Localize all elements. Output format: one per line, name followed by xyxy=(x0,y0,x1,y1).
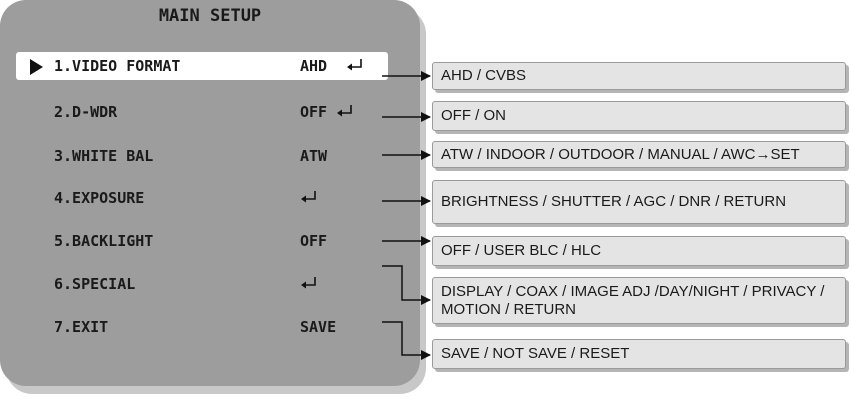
options-text: SAVE / NOT SAVE / RESET xyxy=(441,345,630,362)
menu-item-d-wdr[interactable]: 2.D-WDR OFF xyxy=(16,98,388,126)
options-text: OFF / USER BLC / HLC xyxy=(441,242,602,259)
menu-item-label: 1.VIDEO FORMAT xyxy=(54,57,181,75)
options-backlight: OFF / USER BLC / HLC xyxy=(432,236,846,266)
options-d-wdr: OFF / ON xyxy=(432,101,846,131)
menu-item-backlight[interactable]: 5.BACKLIGHT OFF xyxy=(16,227,388,255)
options-text: BRIGHTNESS / SHUTTER / AGC / DNR / RETUR… xyxy=(441,193,787,210)
enter-icon xyxy=(301,277,316,289)
options-text: DISPLAY / COAX / IMAGE ADJ /DAY/NIGHT / … xyxy=(441,282,825,318)
menu-item-label: 6.SPECIAL xyxy=(54,275,136,293)
menu-item-value: ATW xyxy=(300,147,328,165)
menu-item-white-bal[interactable]: 3.WHITE BAL ATW xyxy=(16,142,388,170)
enter-icon xyxy=(301,191,316,203)
menu-item-special[interactable]: 6.SPECIAL xyxy=(16,270,388,298)
options-text: ATW / INDOOR / OUTDOOR / MANUAL / AWC→SE… xyxy=(441,145,800,163)
options-white-bal: ATW / INDOOR / OUTDOOR / MANUAL / AWC→SE… xyxy=(432,141,846,168)
menu-item-label: 3.WHITE BAL xyxy=(54,147,154,165)
options-text: AHD / CVBS xyxy=(441,67,527,84)
options-exit: SAVE / NOT SAVE / RESET xyxy=(432,339,846,369)
options-special: DISPLAY / COAX / IMAGE ADJ /DAY/NIGHT / … xyxy=(432,277,846,324)
menu-item-exposure[interactable]: 4.EXPOSURE xyxy=(16,184,388,212)
menu-item-value: SAVE xyxy=(300,318,337,336)
main-setup-panel: MAIN SETUP 1.VIDEO FORMAT AHD 2.D-WDR OF… xyxy=(0,0,420,386)
options-text: OFF / ON xyxy=(441,107,506,124)
menu-item-label: 2.D-WDR xyxy=(54,103,118,121)
menu-item-label: 4.EXPOSURE xyxy=(54,189,145,207)
menu-item-exit[interactable]: 7.EXIT SAVE xyxy=(16,313,388,341)
menu-title: MAIN SETUP xyxy=(158,6,262,26)
menu-item-video-format[interactable]: 1.VIDEO FORMAT AHD xyxy=(16,52,388,80)
menu-item-value: AHD xyxy=(300,57,328,75)
menu-item-label: 5.BACKLIGHT xyxy=(54,232,154,250)
enter-icon xyxy=(347,59,362,71)
menu-item-value: OFF xyxy=(300,232,328,250)
enter-icon xyxy=(337,105,352,117)
options-video-format: AHD / CVBS xyxy=(432,62,846,90)
options-exposure: BRIGHTNESS / SHUTTER / AGC / DNR / RETUR… xyxy=(432,180,846,224)
menu-item-value: OFF xyxy=(300,103,328,121)
menu-item-label: 7.EXIT xyxy=(54,318,109,336)
selection-pointer-icon xyxy=(30,59,43,75)
